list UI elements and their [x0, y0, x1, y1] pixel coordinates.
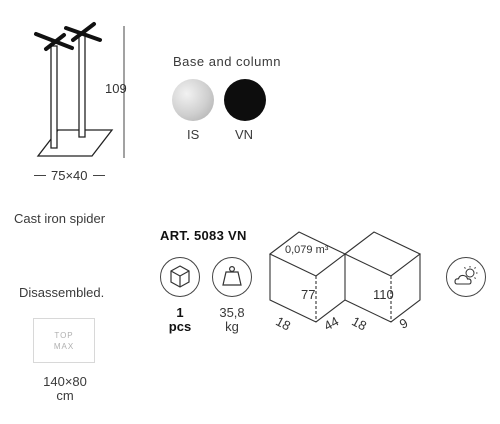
top-size-value: 140×80 — [43, 374, 87, 389]
weight-icon-circle — [212, 257, 252, 297]
column-right — [78, 31, 86, 138]
weight-unit: kg — [225, 319, 239, 334]
swatch-vn[interactable] — [224, 79, 266, 121]
top-max-line1: TOP — [54, 330, 74, 340]
quantity-value: 1 — [176, 305, 184, 320]
spider-right — [64, 22, 102, 42]
assembly-label: Disassembled. — [19, 285, 105, 300]
footprint-label: 75×40 — [34, 168, 105, 183]
box2-top — [343, 231, 422, 277]
article-code: ART. 5083 VN — [160, 228, 247, 243]
height-label: 109 — [105, 81, 127, 96]
top-size-unit: cm — [56, 388, 74, 403]
spider-left — [34, 32, 74, 51]
base-plate — [36, 129, 114, 157]
dash-left — [34, 175, 46, 176]
box-icon — [170, 265, 190, 288]
packaging-drawing — [268, 231, 422, 323]
base-label: Cast iron spider — [14, 211, 106, 226]
volume-label: 0,079 m³ — [285, 244, 329, 256]
indoor-outdoor-weather-icon — [454, 266, 478, 285]
swatch-is-label: IS — [187, 127, 200, 142]
quantity: 1 pcs — [160, 306, 200, 334]
product-drawing — [34, 22, 125, 158]
footprint-value: 75×40 — [51, 168, 88, 183]
box1-height: 77 — [301, 287, 316, 302]
top-max-line2: MAX — [53, 341, 75, 351]
weight-icon — [222, 266, 242, 286]
dash-right — [92, 175, 105, 176]
box2-sides — [344, 254, 421, 323]
weather-icon-circle — [446, 257, 486, 297]
weight-value: 35,8 — [219, 305, 245, 320]
swatch-vn-label: VN — [235, 127, 254, 142]
column-left — [50, 45, 58, 149]
box-icon-circle — [160, 257, 200, 297]
weight: 35,8 kg — [208, 306, 256, 334]
top-size: 140×80 cm — [30, 375, 100, 403]
finish-title: Base and column — [173, 54, 281, 69]
box2-height: 110 — [373, 287, 394, 302]
swatch-is[interactable] — [172, 79, 214, 121]
top-max-box: TOP MAX — [33, 318, 95, 363]
quantity-unit: pcs — [168, 319, 192, 334]
